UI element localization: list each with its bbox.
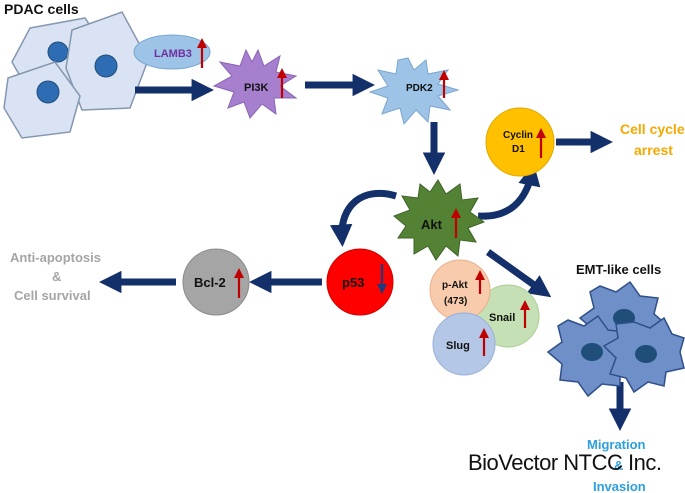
cyclin-d1-shape [485,107,555,177]
akt-label: Akt [421,217,443,232]
pakt-label-line2: (473) [444,296,467,307]
migration-line2: & [614,458,623,473]
cell-cycle-label-line2: arrest [634,142,673,158]
akt-node: Akt [393,179,486,261]
pdac-cells-group [3,11,149,139]
regulation-arrows [197,38,546,356]
slug-node: Slug [432,312,496,376]
pi3k-up-arrow-icon [277,68,287,98]
pdac-nucleus [36,80,60,104]
anti-apoptosis-line3: Cell survival [14,288,91,303]
lamb3-label: LAMB3 [154,48,192,60]
pdac-nucleus [47,41,69,63]
arrow-akt-to-cyclin [477,163,541,220]
watermark: BioVector NTCC Inc. [468,450,662,475]
pdk2-up-arrow-icon [439,70,449,98]
pakt-label-line1: p-Akt [442,280,468,291]
migration-line1: Migration [587,437,646,452]
bcl2-label: Bcl-2 [194,275,226,290]
akt-up-arrow-icon [451,208,461,238]
cell-cycle-label-line1: Cell cycle [620,121,685,137]
slug-label: Slug [446,340,470,352]
emt-nucleus [581,343,603,361]
p53-node: p53 [326,248,394,316]
anti-apoptosis-line2: & [52,269,61,284]
p53-down-arrow-icon [377,264,387,294]
bcl2-up-arrow-icon [234,268,244,298]
slug-shape [432,312,496,376]
pathway-arrows [99,73,632,431]
pi3k-label: PI3K [244,82,269,94]
cyclin-d1-label-line2: D1 [512,144,525,155]
pdac-cells-label: PDAC cells [4,1,79,17]
slug-up-arrow-icon [479,328,489,356]
pakt-node: p-Akt (473) [429,259,491,321]
pakt-up-arrow-icon [475,270,485,294]
cyclin-d1-node: Cyclin D1 [485,107,555,177]
akt-shape [393,179,486,261]
p53-shape [326,248,394,316]
snail-up-arrow-icon [520,300,530,328]
arrow-akt-to-emt [485,249,552,298]
migration-line3: Invasion [593,479,646,493]
cyclin-d1-up-arrow-icon [536,128,546,158]
emt-nucleus [635,345,657,363]
arrow-akt-to-p53 [329,189,397,247]
lamb3-node: LAMB3 [133,34,211,70]
lamb3-shape [133,34,211,70]
anti-apoptosis-line1: Anti-apoptosis [10,250,101,265]
emt-cells-label: EMT-like cells [576,262,661,277]
pdac-nucleus [94,54,118,78]
pdk2-node: PDK2 [368,57,460,126]
emt-cells-group [546,280,685,398]
lamb3-up-arrow-icon [197,38,207,68]
bcl2-node: Bcl-2 [182,248,250,316]
p53-label: p53 [342,275,364,290]
cyclin-d1-label-line1: Cyclin [503,130,533,141]
snail-label: Snail [489,312,515,324]
pdk2-shape [368,57,460,126]
pi3k-node: PI3K [212,48,298,119]
bcl2-shape [182,248,250,316]
pdk2-label: PDK2 [406,83,433,94]
